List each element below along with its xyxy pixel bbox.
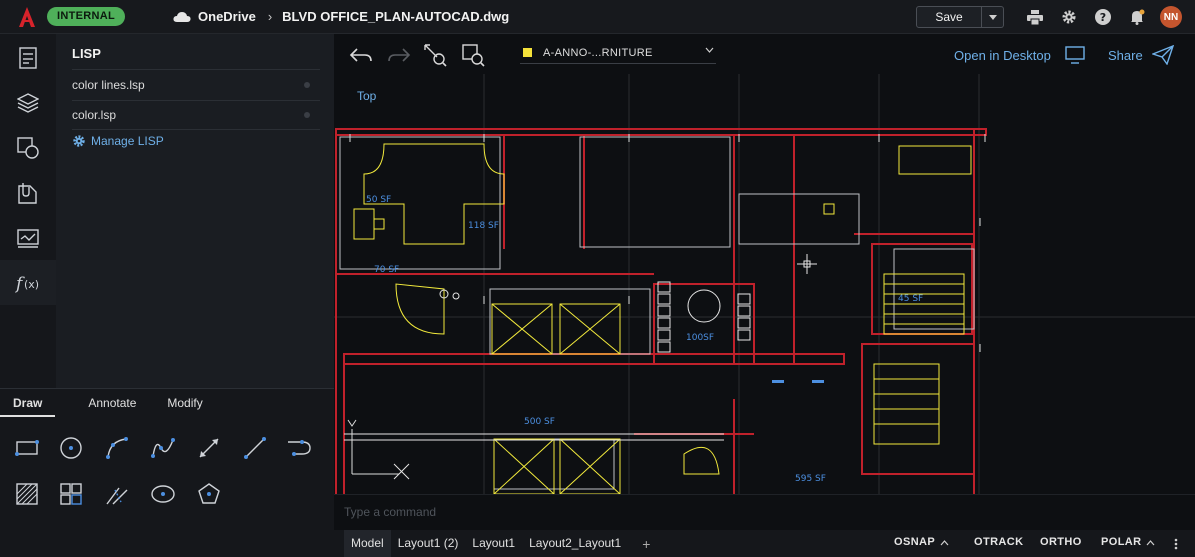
cloud-icon [173,11,191,22]
more-icon[interactable] [304,82,310,88]
rail-traces[interactable] [0,215,56,260]
autocad-logo-icon[interactable] [17,6,37,28]
tab-layout[interactable]: Layout1 (2) [397,536,459,550]
room-label: 500 SF [524,417,555,427]
command-line[interactable]: Type a command [334,494,1195,530]
left-rail: f(x) [0,34,56,388]
traces-icon [17,228,39,248]
otrack-toggle[interactable]: OTRACK [974,536,1024,548]
open-in-desktop-link[interactable]: Open in Desktop [954,48,1051,63]
polygon-icon[interactable] [194,479,224,509]
rail-layers[interactable] [0,80,56,125]
polyline-icon[interactable] [284,433,314,463]
status-bar: Model Layout1 (2) Layout1 Layout2_Layout… [334,530,1195,557]
rail-xrefs[interactable] [0,170,56,215]
draw-panel-tabs: Draw Annotate Modify [0,389,334,417]
osnap-toggle[interactable]: OSNAP [894,536,936,548]
tab-modify[interactable]: Modify [167,396,203,410]
rail-properties[interactable] [0,35,56,80]
room-label: 70 SF [374,265,399,275]
lisp-panel: LISP color lines.lsp color.lsp Manage LI… [56,34,334,388]
top-bar: INTERNAL OneDrive › BLVD OFFICE_PLAN-AUT… [0,0,1195,34]
layer-selector[interactable]: A-ANNO-...RNITURE [520,42,716,64]
gear-icon [73,135,85,147]
zoom-extents-icon[interactable] [422,44,448,67]
notifications-bell-icon[interactable] [1126,6,1148,28]
tab-layout[interactable]: Layout1 [472,536,516,550]
onedrive-link[interactable]: OneDrive [198,9,256,24]
chevron-down-icon [705,47,714,53]
divider [72,100,320,101]
redo-icon[interactable] [386,44,412,66]
help-icon[interactable]: ? [1092,6,1114,28]
rail-blocks[interactable] [0,125,56,170]
share-link[interactable]: Share [1108,48,1143,63]
undo-icon[interactable] [348,44,374,66]
monitor-icon[interactable] [1065,46,1085,64]
user-avatar[interactable]: NN [1160,6,1182,28]
top-right-controls: Save ? NN [916,0,1195,34]
draw-panel: Draw Annotate Modify [0,388,334,557]
room-label: 45 SF [898,294,923,304]
divider [72,69,320,70]
arc-icon[interactable] [102,433,132,463]
lisp-panel-title: LISP [72,46,101,61]
more-vertical-icon[interactable] [1174,538,1178,550]
settings-gear-icon[interactable] [1058,6,1080,28]
tab-model[interactable]: Model [344,530,391,557]
save-dropdown-button[interactable] [982,6,1004,28]
xref-icon [18,182,37,204]
breadcrumb-separator: › [267,9,273,24]
dimension-icon[interactable] [194,433,224,463]
view-label[interactable]: Top [357,89,377,103]
zoom-window-icon[interactable] [460,44,486,67]
save-button[interactable]: Save [916,6,982,28]
rectangle-icon[interactable] [12,433,42,463]
chevron-up-icon[interactable] [1146,540,1155,546]
manage-lisp-link[interactable]: Manage LISP [72,134,164,148]
line-icon[interactable] [240,433,270,463]
chevron-down-icon [988,14,997,20]
manage-lisp-label: Manage LISP [91,134,164,148]
hatch-icon[interactable] [12,479,42,509]
print-icon[interactable] [1024,6,1046,28]
room-label: 595 SF [795,474,826,484]
layer-name: A-ANNO-...RNITURE [543,46,653,59]
divider [72,129,320,130]
polar-toggle[interactable]: POLAR [1101,536,1142,548]
file-name: BLVD OFFICE_PLAN-AUTOCAD.dwg [282,9,510,24]
function-icon: f(x) [14,274,39,294]
send-icon[interactable] [1152,45,1174,65]
command-input[interactable]: Type a command [344,505,437,519]
rail-lisp[interactable]: f(x) [0,260,56,305]
tab-annotate[interactable]: Annotate [88,396,137,410]
svg-text:f: f [14,274,25,294]
trim-icon[interactable] [102,479,132,509]
chevron-up-icon[interactable] [940,540,949,546]
properties-icon [19,46,37,69]
tab-layout[interactable]: Layout2_Layout1 [529,536,622,550]
tab-draw[interactable]: Draw [0,389,56,417]
ortho-toggle[interactable]: ORTHO [1040,536,1082,548]
array-icon[interactable] [56,479,86,509]
spline-icon[interactable] [148,433,178,463]
more-icon[interactable] [304,112,310,118]
room-label: 100SF [686,333,714,343]
lisp-file-item[interactable]: color.lsp [72,108,117,122]
room-label: 50 SF [366,195,391,205]
room-label: 118 SF [468,221,499,231]
internal-badge: INTERNAL [47,7,126,26]
blocks-icon [17,136,39,159]
add-layout-button[interactable]: + [642,535,651,552]
circle-icon[interactable] [56,433,86,463]
svg-text:?: ? [1100,11,1106,24]
drawing-canvas[interactable]: 50 SF 118 SF 70 SF 100SF 45 SF 500 SF 59… [334,34,1195,494]
floor-plan-drawing: 50 SF 118 SF 70 SF 100SF 45 SF 500 SF 59… [334,74,1195,494]
svg-text:(x): (x) [24,278,39,291]
layers-icon [17,92,39,113]
lisp-file-item[interactable]: color lines.lsp [72,78,145,92]
ellipse-icon[interactable] [148,479,178,509]
layer-color-swatch [523,48,532,57]
